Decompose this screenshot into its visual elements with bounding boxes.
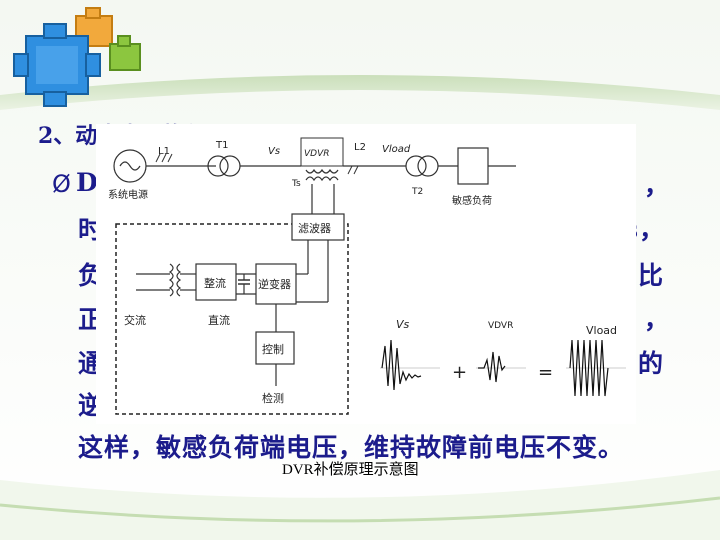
dvr-diagram-figure: 系统电源 L1 T1 Vs VDVR Ts L2 Vload T2 敏感负荷 xyxy=(96,124,636,424)
inverter-label: 逆变器 xyxy=(258,277,291,291)
vs-label: Vs xyxy=(268,146,280,157)
plus-sign: + xyxy=(452,362,467,383)
wave-vs-label: Vs xyxy=(396,318,410,331)
filter-label: 滤波器 xyxy=(298,222,331,235)
l1-label: L1 xyxy=(158,146,170,157)
vdvr-label: VDVR xyxy=(304,149,330,159)
t2-transformer-icon xyxy=(405,155,427,177)
detect-label: 检测 xyxy=(262,391,284,405)
ac-label: 交流 xyxy=(124,313,146,327)
body-line-5-tail: 的 xyxy=(638,349,665,378)
rectifier-label: 整流 xyxy=(204,276,226,290)
vdvr-box xyxy=(300,137,344,167)
ts-transformer-icon xyxy=(305,168,339,174)
ts-label: Ts xyxy=(291,179,301,189)
body-line-7: 这样，敏感负荷端电压，维持故障前电压不变。 xyxy=(78,433,625,462)
t1-transformer-icon xyxy=(207,155,229,177)
sensitive-load-label: 敏感负荷 xyxy=(452,194,492,207)
waveform-vdvr-icon xyxy=(476,351,526,383)
waveform-vs-icon xyxy=(380,339,440,391)
body-line-4-tail: ， xyxy=(644,305,671,334)
rectifier-box xyxy=(195,263,237,301)
body-line-1-tail: ， xyxy=(644,171,671,200)
t2-label: T2 xyxy=(411,187,423,197)
waveform-vload-icon xyxy=(566,339,626,397)
filter-box xyxy=(291,213,345,241)
bullet-arrow-icon: Ø xyxy=(52,170,71,198)
wave-vload-label: Vload xyxy=(586,324,617,337)
source-label: 系统电源 xyxy=(108,188,148,201)
dvr-circuit-diagram: 系统电源 L1 T1 Vs VDVR Ts L2 Vload T2 敏感负荷 xyxy=(108,137,626,415)
dc-label: 直流 xyxy=(208,313,230,327)
input-transformer-icon xyxy=(168,263,174,297)
vload-label: Vload xyxy=(382,144,411,155)
control-label: 控制 xyxy=(262,342,284,356)
l2-label: L2 xyxy=(354,142,366,153)
figure-caption: DVR补偿原理示意图 xyxy=(282,462,419,478)
control-box xyxy=(255,331,295,365)
sensitive-load-box xyxy=(457,147,489,185)
body-line-3-tail: 比 xyxy=(638,261,665,290)
puzzle-cubes-logo-icon xyxy=(13,7,141,107)
wave-vdvr-label: VDVR xyxy=(488,321,513,331)
equals-sign: = xyxy=(538,362,553,383)
dvr-enclosure xyxy=(115,223,349,415)
t1-label: T1 xyxy=(215,140,228,151)
